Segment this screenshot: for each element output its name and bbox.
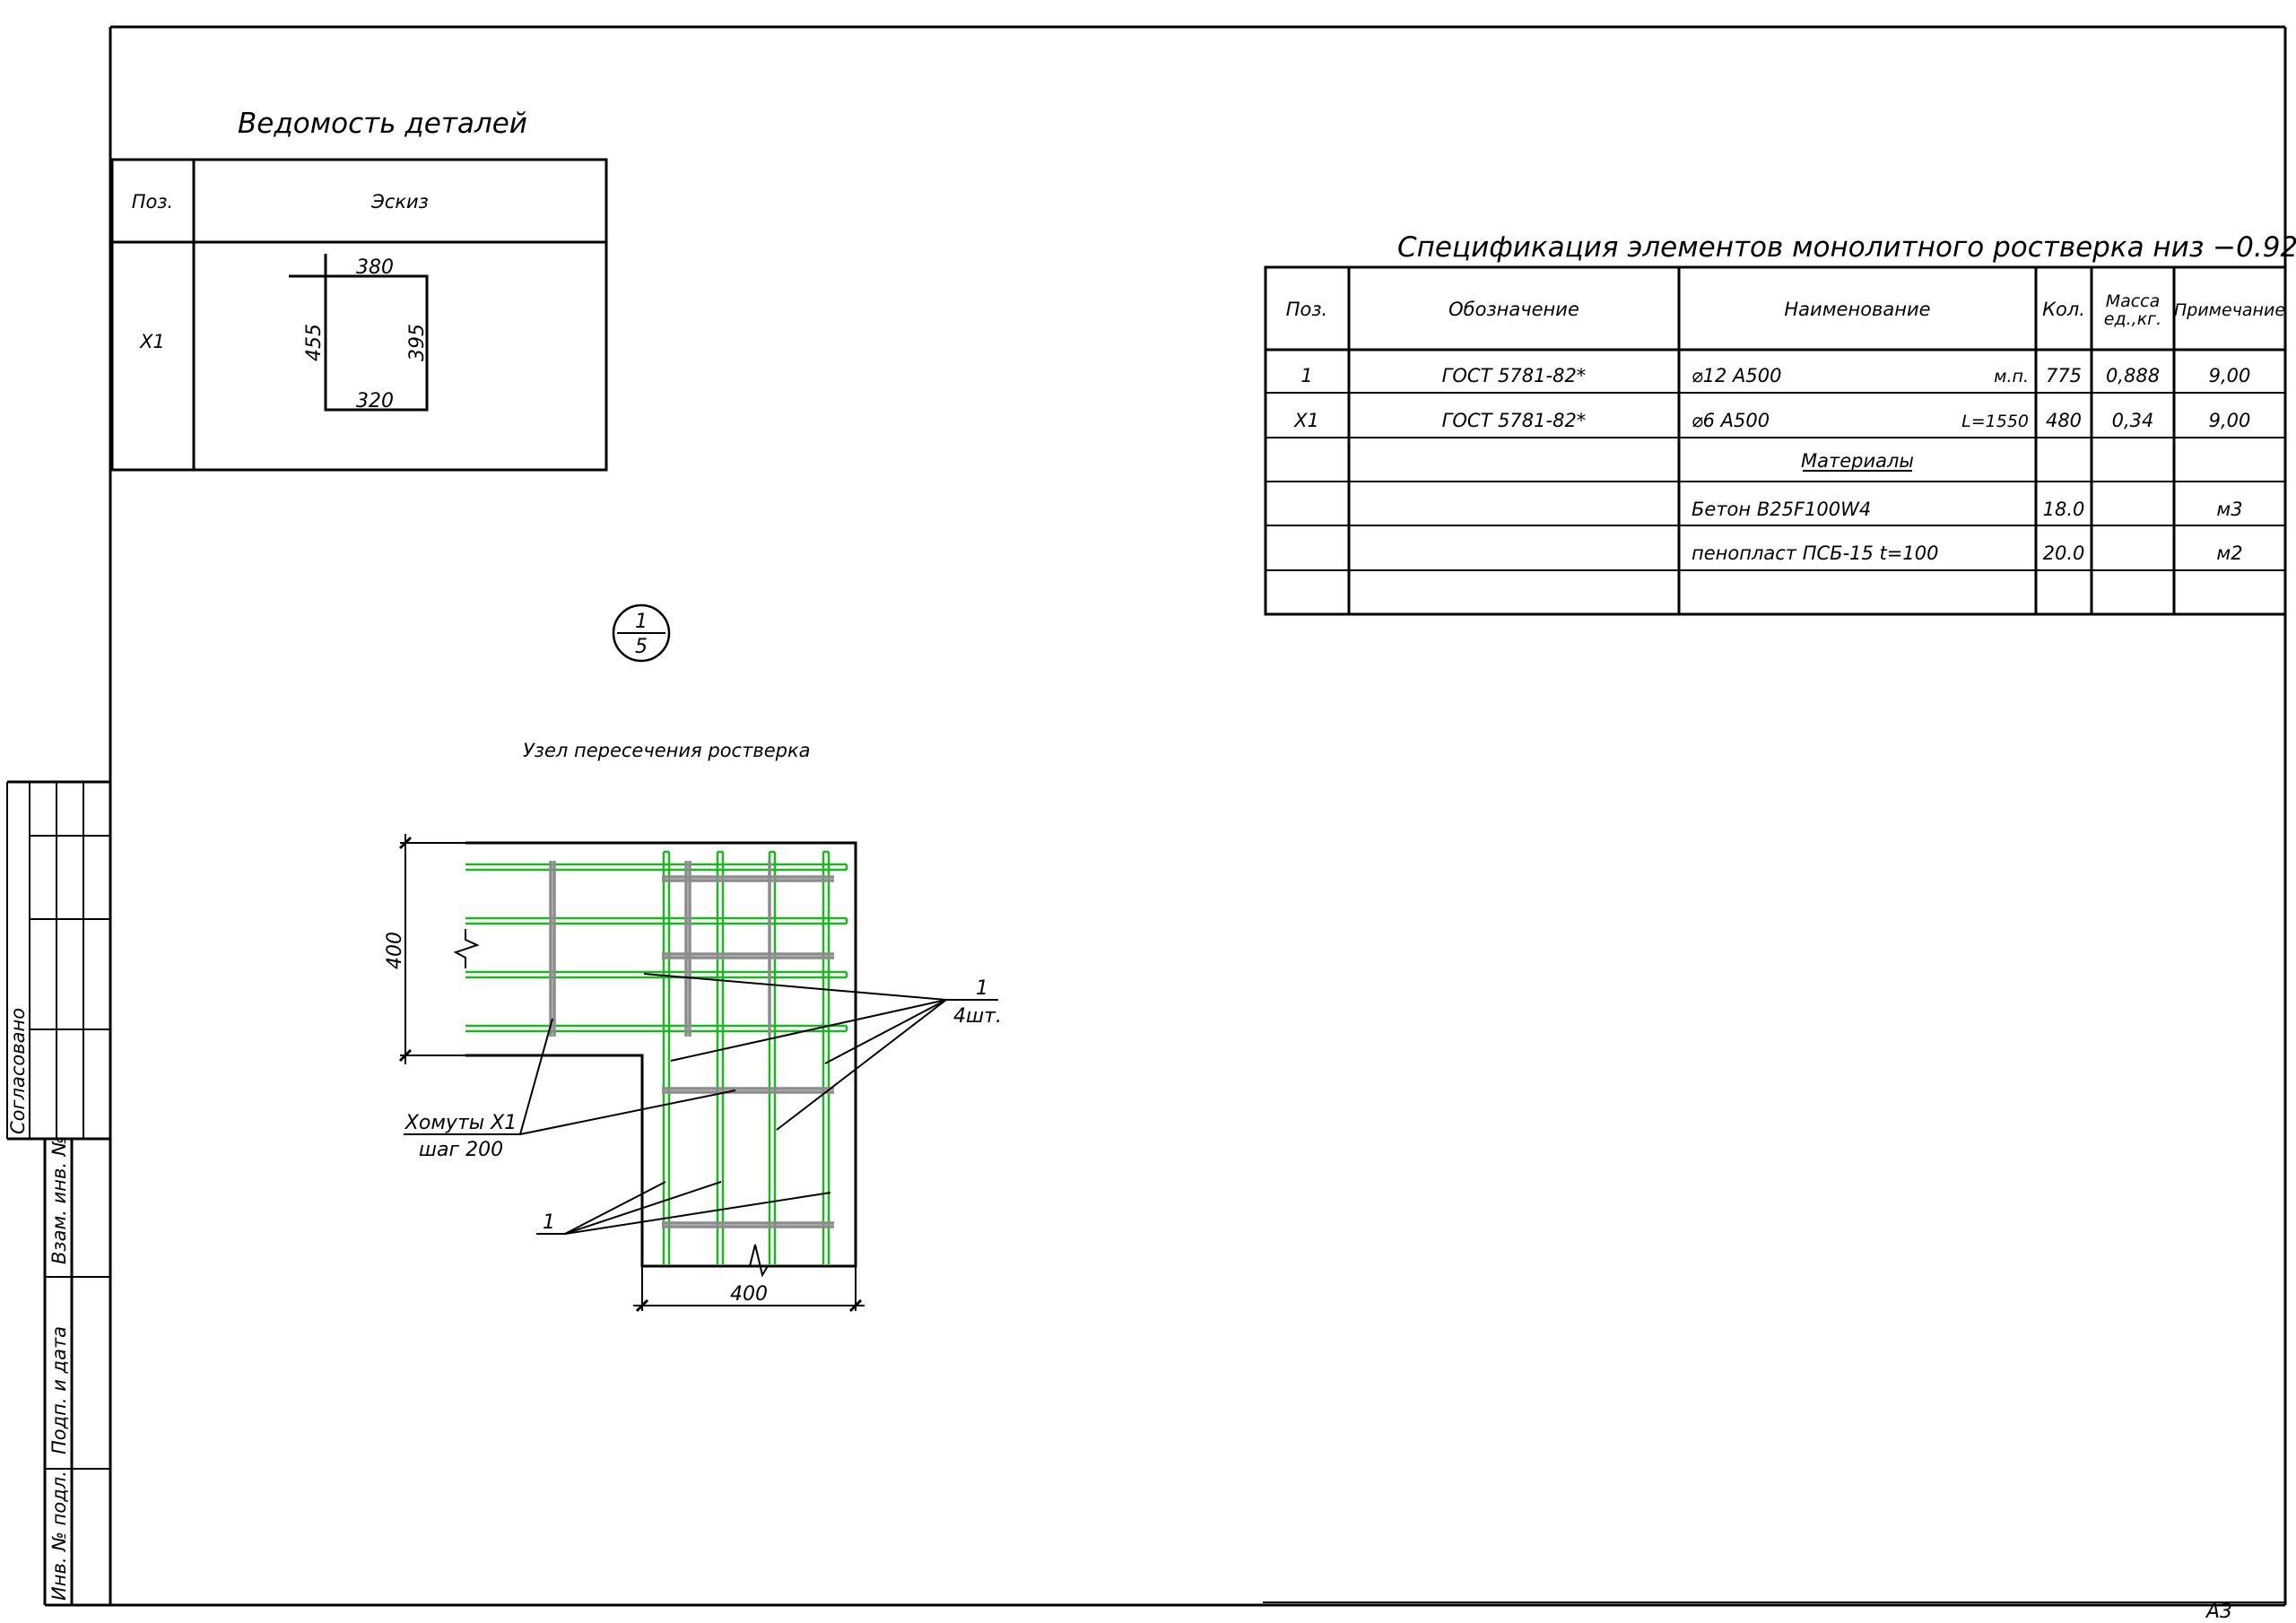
sketch-dim-top: 380 bbox=[356, 256, 394, 279]
callout-top: 1 bbox=[635, 611, 648, 633]
spec-head-note: Примечание bbox=[2174, 300, 2285, 320]
dim-vertical: 400 bbox=[384, 834, 465, 1064]
dim-vertical-value: 400 bbox=[384, 932, 406, 969]
leader-stirrups: Хомуты Х1 шаг 200 bbox=[404, 1018, 736, 1161]
callout-bottom: 5 bbox=[635, 636, 648, 658]
spec-title: Спецификация элементов монолитного роств… bbox=[1397, 231, 2296, 264]
side-stamp-agreed: Согласовано bbox=[7, 1008, 29, 1134]
spec-cell-name: пенопласт ПСБ-15 t=100 bbox=[1692, 542, 1938, 564]
sheet-format: А3 bbox=[2205, 1601, 2232, 1623]
sketch-dim-left: 455 bbox=[303, 324, 326, 361]
side-stamp-sign-date: Подп. и дата bbox=[48, 1326, 70, 1454]
spec-cell-note: м2 bbox=[2216, 542, 2242, 564]
spec-cell-pos: Х1 bbox=[1293, 410, 1319, 431]
spec-cell-note: 9,00 bbox=[2209, 410, 2251, 431]
label-qty-right: 4шт. bbox=[953, 1005, 1002, 1028]
spec-cell-designation: ГОСТ 5781-82* bbox=[1442, 365, 1587, 386]
spec-head-qty: Кол. bbox=[2042, 299, 2085, 320]
label-stirrups-l2: шаг 200 bbox=[419, 1139, 503, 1161]
spec-cell-name: ⌀6 А500 bbox=[1692, 410, 1770, 431]
label-pos1-bottom: 1 bbox=[543, 1211, 555, 1234]
node-title: Узел пересечения ростверка bbox=[523, 740, 811, 761]
side-stamp-replaced-inv: Взам. инв. № bbox=[48, 1136, 70, 1264]
section-callout: 1 5 bbox=[612, 603, 671, 663]
side-stamp: Согласовано Взам. инв. № Подп. и дата Ин… bbox=[6, 780, 110, 1605]
spec-cell-mass: 0,888 bbox=[2106, 365, 2160, 386]
sketch-dim-right: 395 bbox=[406, 324, 429, 361]
spec-materials-header: Материалы bbox=[1801, 450, 1914, 472]
details-col-sketch: Эскиз bbox=[370, 191, 429, 213]
details-row-pos: Х1 bbox=[139, 331, 165, 352]
spec-head-name: Наименование bbox=[1784, 299, 1930, 320]
spec-cell-qty: 775 bbox=[2046, 365, 2082, 386]
label-pos1-right: 1 bbox=[976, 977, 988, 1000]
spec-cell-name: ⌀12 А500 bbox=[1692, 365, 1782, 386]
spec-head-mass-l1: Масса bbox=[2106, 291, 2161, 311]
side-stamp-inv-original: Инв. № подл. bbox=[48, 1471, 70, 1601]
spec-cell-name-suffix: L=1550 bbox=[1961, 412, 2029, 431]
spec-head-designation: Обозначение bbox=[1448, 299, 1579, 320]
sketch-dim-bottom: 320 bbox=[356, 390, 394, 412]
spec-cell-pos: 1 bbox=[1300, 365, 1312, 386]
spec-head-mass-l2: ед.,кг. bbox=[2104, 309, 2161, 329]
node-drawing: 400 400 1 4шт. Хомуты Х1 шаг 200 bbox=[384, 834, 1002, 1313]
spec-cell-name: Бетон B25F100W4 bbox=[1692, 499, 1871, 520]
spec-table: Спецификация элементов монолитного роств… bbox=[1264, 231, 2296, 616]
spec-cell-qty: 480 bbox=[2046, 410, 2082, 431]
spec-cell-note: м3 bbox=[2216, 499, 2242, 520]
leader-pos1-right: 1 4шт. bbox=[643, 973, 1002, 1131]
dim-horizontal-value: 400 bbox=[730, 1283, 768, 1306]
spec-row: пенопласт ПСБ-15 t=100 20.0 м2 bbox=[1692, 542, 2243, 564]
spec-cell-qty: 18.0 bbox=[2043, 499, 2085, 520]
spec-cell-note: 9,00 bbox=[2209, 365, 2251, 386]
spec-row: 1 ГОСТ 5781-82* ⌀12 А500 м.п. 775 0,888 … bbox=[1300, 365, 2250, 386]
spec-row: Х1 ГОСТ 5781-82* ⌀6 А500 L=1550 480 0,34… bbox=[1293, 410, 2250, 431]
dim-horizontal: 400 bbox=[633, 1266, 865, 1313]
spec-cell-designation: ГОСТ 5781-82* bbox=[1442, 410, 1587, 431]
spec-head-pos: Поз. bbox=[1286, 299, 1327, 320]
spec-cell-name-suffix: м.п. bbox=[1994, 367, 2029, 386]
stirrup-sketch: 380 320 455 395 bbox=[289, 254, 429, 412]
details-col-pos: Поз. bbox=[132, 191, 173, 213]
spec-cell-qty: 20.0 bbox=[2043, 542, 2085, 564]
spec-row: Бетон B25F100W4 18.0 м3 bbox=[1692, 499, 2243, 520]
spec-cell-mass: 0,34 bbox=[2112, 410, 2154, 431]
label-stirrups-l1: Хомуты Х1 bbox=[404, 1112, 517, 1134]
details-sheet-title: Ведомость деталей bbox=[238, 108, 527, 140]
leader-pos1-bottom: 1 bbox=[536, 1181, 831, 1235]
details-sheet: Ведомость деталей Поз. Эскиз Х1 380 320 … bbox=[110, 108, 608, 472]
